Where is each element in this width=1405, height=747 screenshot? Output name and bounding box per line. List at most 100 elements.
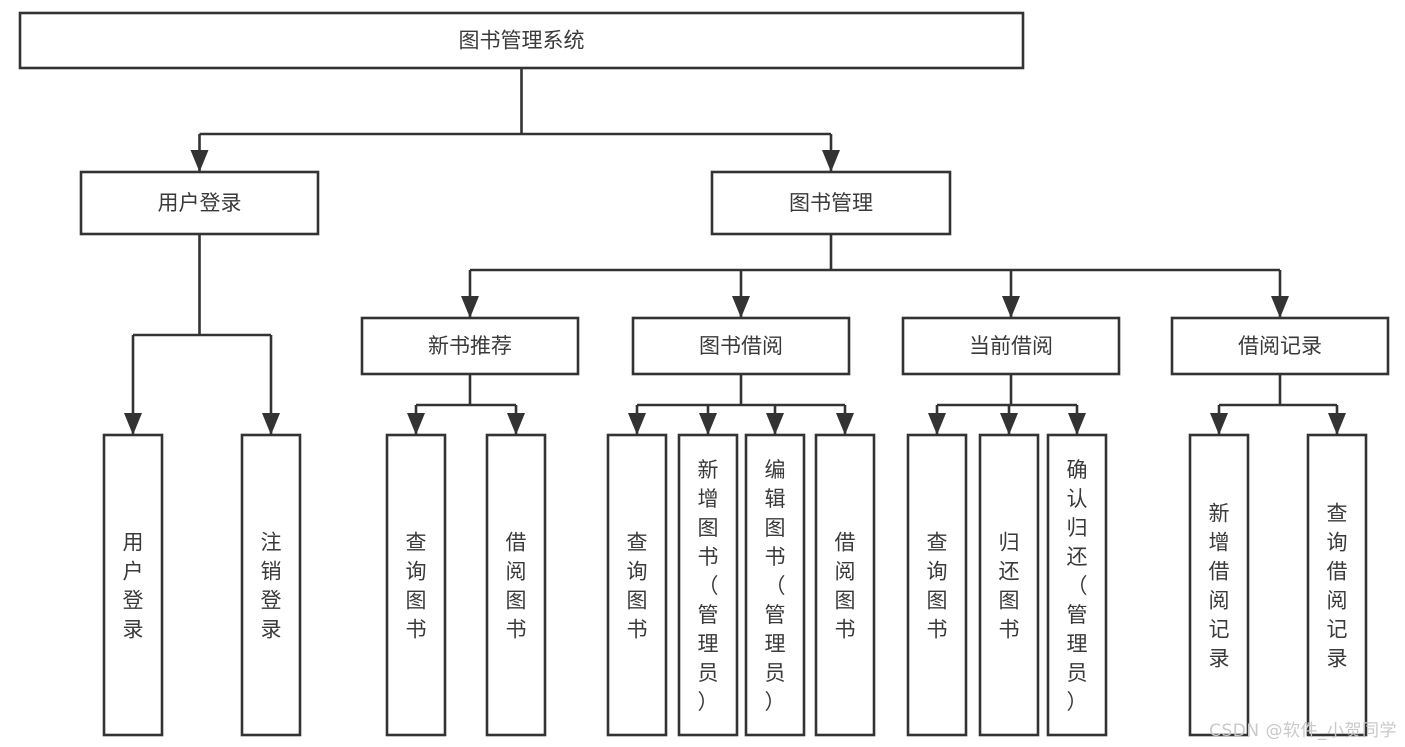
svg-text:员: 员 <box>698 661 719 685</box>
svg-text:阅: 阅 <box>835 560 856 584</box>
node-current-borrow[interactable]: 当前借阅 <box>901 316 1121 376</box>
node-box-leaf-query-book-1 <box>385 433 447 737</box>
svg-text:登: 登 <box>261 589 282 613</box>
arrow-head-icon <box>732 296 750 318</box>
node-new-book-rec[interactable]: 新书推荐 <box>360 316 580 376</box>
node-box-leaf-logout <box>240 433 302 737</box>
svg-text:管: 管 <box>698 603 719 627</box>
svg-text:记: 记 <box>1209 618 1230 642</box>
node-root[interactable]: 图书管理系统 <box>18 11 1025 70</box>
svg-text:增: 增 <box>698 487 719 511</box>
node-box-leaf-add-record <box>1188 433 1250 737</box>
svg-text:书: 书 <box>506 618 527 642</box>
svg-text:询: 询 <box>627 560 648 584</box>
svg-text:图: 图 <box>927 589 948 613</box>
svg-text:书: 书 <box>765 545 786 569</box>
node-box-leaf-query-record <box>1306 433 1368 737</box>
svg-text:图: 图 <box>698 516 719 540</box>
arrow-head-icon <box>928 413 946 435</box>
node-label-current-borrow: 当前借阅 <box>969 334 1053 358</box>
node-book-manage[interactable]: 图书管理 <box>710 170 952 236</box>
svg-text:书: 书 <box>835 618 856 642</box>
node-label-root: 图书管理系统 <box>459 29 585 53</box>
node-box-leaf-edit-book <box>744 433 806 737</box>
svg-text:询: 询 <box>1327 531 1348 555</box>
svg-text:阅: 阅 <box>1209 589 1230 613</box>
node-book-borrow[interactable]: 图书借阅 <box>631 316 851 376</box>
node-box-leaf-user-login <box>102 433 164 737</box>
svg-text:理: 理 <box>698 632 719 656</box>
svg-text:图: 图 <box>627 589 648 613</box>
node-leaf-user-login[interactable]: 用户登录 <box>102 433 164 737</box>
arrow-head-icon <box>1328 413 1346 435</box>
arrow-head-icon <box>407 413 425 435</box>
node-borrow-record[interactable]: 借阅记录 <box>1170 316 1390 376</box>
svg-text:编: 编 <box>765 458 786 482</box>
svg-text:辑: 辑 <box>765 487 786 511</box>
node-label-user-login: 用户登录 <box>158 191 242 215</box>
node-box-user-login <box>79 170 320 236</box>
svg-text:增: 增 <box>1209 531 1230 555</box>
arrow-head-icon <box>766 413 784 435</box>
node-box-leaf-confirm-return <box>1046 433 1108 737</box>
svg-text:书: 书 <box>927 618 948 642</box>
svg-text:（: （ <box>698 574 719 598</box>
node-box-book-borrow <box>631 316 851 376</box>
svg-text:新: 新 <box>698 458 719 482</box>
svg-text:）: ） <box>1067 690 1088 714</box>
svg-text:图: 图 <box>835 589 856 613</box>
svg-text:注: 注 <box>261 531 282 555</box>
svg-text:借: 借 <box>506 531 527 555</box>
node-box-leaf-query-book-2 <box>606 433 668 737</box>
svg-text:查: 查 <box>627 531 648 555</box>
svg-text:阅: 阅 <box>1327 589 1348 613</box>
svg-text:图: 图 <box>999 589 1020 613</box>
arrow-head-icon <box>699 413 717 435</box>
arrow-head-icon <box>124 413 142 435</box>
arrow-head-icon <box>836 413 854 435</box>
svg-text:图: 图 <box>765 516 786 540</box>
svg-text:归: 归 <box>1067 516 1088 540</box>
node-box-new-book-rec <box>360 316 580 376</box>
arrow-head-icon <box>1271 296 1289 318</box>
svg-text:录: 录 <box>123 618 144 642</box>
arrow-head-icon <box>1210 413 1228 435</box>
svg-text:询: 询 <box>927 560 948 584</box>
arrow-head-icon <box>822 150 840 172</box>
node-box-borrow-record <box>1170 316 1390 376</box>
svg-text:理: 理 <box>1067 632 1088 656</box>
svg-text:管: 管 <box>765 603 786 627</box>
svg-text:录: 录 <box>1327 647 1348 671</box>
svg-text:（: （ <box>765 574 786 598</box>
svg-text:借: 借 <box>1327 560 1348 584</box>
svg-text:借: 借 <box>835 531 856 555</box>
node-user-login[interactable]: 用户登录 <box>79 170 320 236</box>
svg-text:录: 录 <box>1209 647 1230 671</box>
svg-text:登: 登 <box>123 589 144 613</box>
node-label-borrow-record: 借阅记录 <box>1238 334 1322 358</box>
node-box-root <box>18 11 1025 70</box>
svg-text:员: 员 <box>1067 661 1088 685</box>
node-box-leaf-return-book <box>978 433 1040 737</box>
svg-text:理: 理 <box>765 632 786 656</box>
